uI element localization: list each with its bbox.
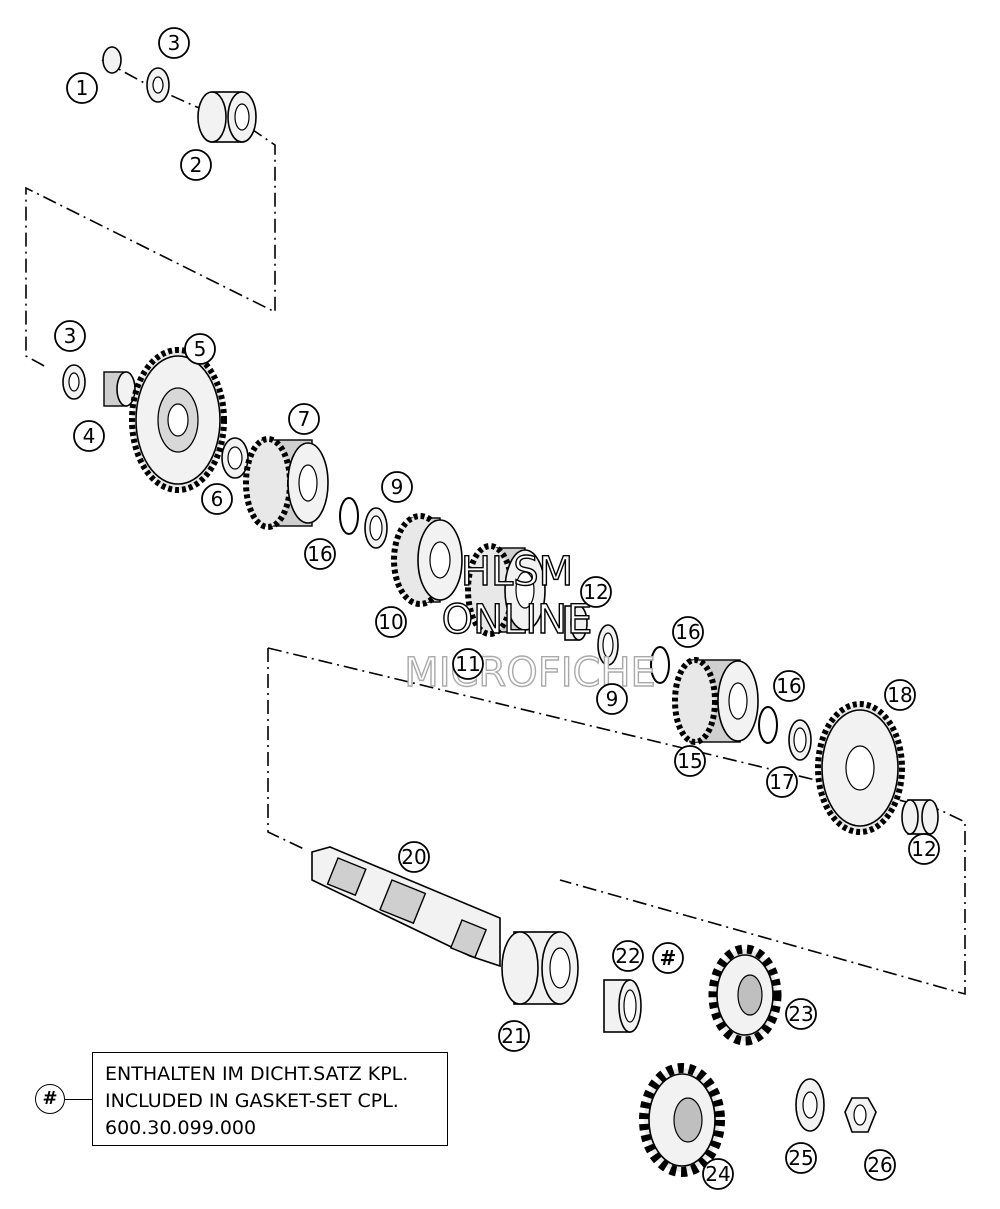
washer-part-3-top xyxy=(146,67,170,103)
assembly-lines xyxy=(25,59,966,996)
gear-part-11 xyxy=(465,543,546,637)
callout-2: 2 xyxy=(180,149,212,181)
washer-part-9 xyxy=(364,507,388,549)
washer-part-17 xyxy=(788,719,812,761)
svg-text:1: 1 xyxy=(76,76,89,100)
note-hash-symbol: # xyxy=(35,1084,65,1114)
callout-16: 16 xyxy=(304,538,336,570)
callout-12: 12 xyxy=(580,576,612,608)
gear-part-15 xyxy=(672,657,759,745)
callout-11: 11 xyxy=(452,648,484,680)
svg-text:21: 21 xyxy=(501,1024,526,1048)
callout-18: 18 xyxy=(884,679,916,711)
callout-10: 10 xyxy=(375,606,407,638)
callout-6: 6 xyxy=(201,483,233,515)
callout-16-second: 16 xyxy=(672,616,704,648)
circlip-part-16-third xyxy=(758,706,778,744)
circlip-part-16 xyxy=(339,497,359,535)
callout-20: 20 xyxy=(398,841,430,873)
seal-ring-part-22 xyxy=(603,979,642,1033)
callout-1: 1 xyxy=(66,72,98,104)
note-part-number: 600.30.099.000 xyxy=(105,1117,257,1139)
bushing-part-12 xyxy=(564,605,588,641)
svg-text:20: 20 xyxy=(401,845,426,869)
sprocket-part-24 xyxy=(639,1063,725,1177)
watermark: HLSM ONLINE MICROFICHE xyxy=(403,548,656,696)
svg-text:9: 9 xyxy=(391,475,404,499)
svg-text:#: # xyxy=(660,946,677,970)
note-line-english: INCLUDED IN GASKET-SET CPL. xyxy=(105,1090,399,1112)
note-leader-line xyxy=(65,1099,92,1100)
svg-text:5: 5 xyxy=(194,337,207,361)
callout-21: 21 xyxy=(498,1020,530,1052)
callout-24: 24 xyxy=(702,1158,734,1190)
svg-text:2: 2 xyxy=(190,153,203,177)
watermark-line-2: ONLINE xyxy=(442,597,593,643)
callout-5: 5 xyxy=(184,333,216,365)
callout-hash: # xyxy=(652,942,684,974)
svg-text:16: 16 xyxy=(776,674,801,698)
nut-part-26 xyxy=(844,1097,877,1133)
svg-text:18: 18 xyxy=(887,683,912,707)
callout-9-second: 9 xyxy=(596,683,628,715)
circlip-part-16-second xyxy=(650,646,670,684)
callout-23: 23 xyxy=(785,998,817,1030)
callout-15: 15 xyxy=(674,745,706,777)
svg-text:3: 3 xyxy=(168,31,181,55)
ball-bearing-part-21 xyxy=(501,931,579,1005)
svg-text:17: 17 xyxy=(769,770,794,794)
callout-26: 26 xyxy=(864,1149,896,1181)
bushing-part-12-second xyxy=(901,799,939,835)
svg-text:16: 16 xyxy=(675,620,700,644)
washer-part-3 xyxy=(62,364,86,400)
callout-16-third: 16 xyxy=(773,670,805,702)
svg-text:24: 24 xyxy=(705,1162,730,1186)
svg-text:4: 4 xyxy=(83,424,96,448)
ball-bearing-part-2 xyxy=(197,91,257,143)
shaft-part-20 xyxy=(311,846,501,968)
svg-text:12: 12 xyxy=(911,837,936,861)
note-line-german: ENTHALTEN IM DICHT.SATZ KPL. xyxy=(105,1063,409,1085)
svg-text:7: 7 xyxy=(298,407,311,431)
watermark-line-1: HLSM xyxy=(461,549,573,595)
callout-9: 9 xyxy=(381,471,413,503)
callout-3-second: 3 xyxy=(54,320,86,352)
svg-text:12: 12 xyxy=(583,580,608,604)
svg-text:25: 25 xyxy=(788,1146,813,1170)
callout-3: 3 xyxy=(158,27,190,59)
svg-text:23: 23 xyxy=(788,1002,813,1026)
callout-4: 4 xyxy=(73,420,105,452)
callout-7: 7 xyxy=(288,403,320,435)
svg-text:15: 15 xyxy=(677,749,702,773)
svg-text:11: 11 xyxy=(455,652,480,676)
gear-part-10 xyxy=(391,513,463,607)
svg-text:26: 26 xyxy=(867,1153,892,1177)
callout-17: 17 xyxy=(766,766,798,798)
svg-text:22: 22 xyxy=(615,944,640,968)
svg-text:6: 6 xyxy=(211,487,224,511)
svg-text:3: 3 xyxy=(64,324,77,348)
lock-washer-part-25 xyxy=(795,1078,825,1132)
washer-part-6 xyxy=(221,437,249,479)
gasket-set-note: ENTHALTEN IM DICHT.SATZ KPL. INCLUDED IN… xyxy=(92,1052,448,1146)
sprocket-part-23 xyxy=(708,944,782,1046)
callout-22: 22 xyxy=(612,940,644,972)
svg-text:16: 16 xyxy=(307,542,332,566)
circlip-part-1 xyxy=(102,46,122,74)
svg-text:9: 9 xyxy=(606,687,619,711)
svg-text:10: 10 xyxy=(378,610,403,634)
gear-part-18 xyxy=(815,701,905,835)
gear-part-7 xyxy=(243,436,329,530)
callout-12-second: 12 xyxy=(908,833,940,865)
gear-part-5 xyxy=(129,347,227,493)
callout-25: 25 xyxy=(785,1142,817,1174)
washer-part-9-second xyxy=(597,624,619,666)
needle-bearing-part-4 xyxy=(103,371,136,407)
